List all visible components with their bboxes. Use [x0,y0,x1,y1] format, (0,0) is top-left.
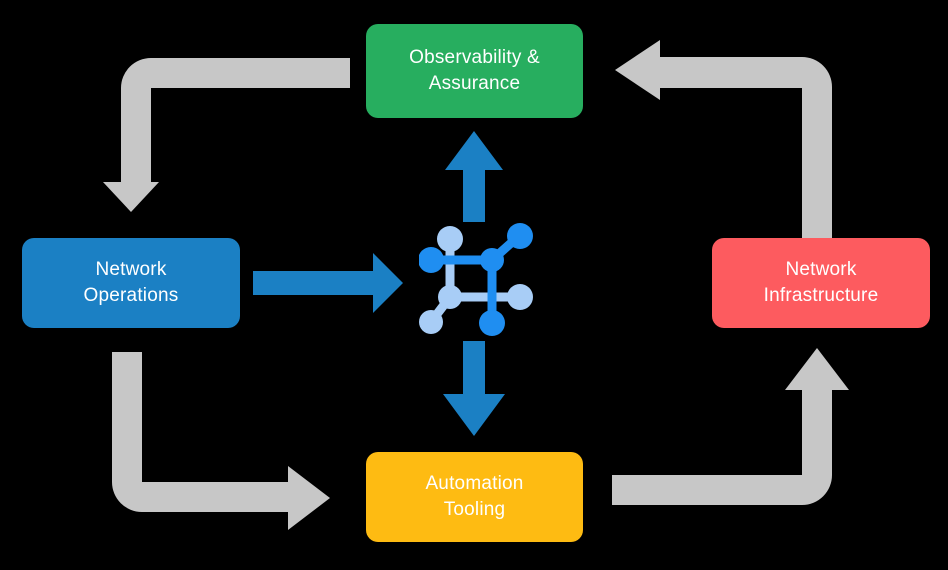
topology-dark-nodes [419,223,533,336]
grey-arrow-observability-to-operations [103,58,350,212]
blue-arrow-center-to-automation [443,341,505,436]
node-box-network-infrastructure[interactable]: Network Infrastructure [712,238,930,328]
node-box-observability[interactable]: Observability & Assurance [366,24,583,118]
node-label-automation-tooling: Automation Tooling [425,473,524,520]
node-box-automation-tooling[interactable]: Automation Tooling [366,452,583,542]
network-topology-icon [419,223,533,336]
node-label-observability: Observability & Assurance [409,47,540,94]
topology-light-nodes [419,226,533,334]
blue-arrow-center-to-observability [445,131,503,222]
grey-arrow-automation-to-infrastructure [612,348,849,505]
grey-arrow-infrastructure-to-observability [615,40,832,240]
node-label-network-operations: Network Operations [83,259,179,306]
node-box-network-operations[interactable]: Network Operations [22,238,240,328]
node-label-network-infrastructure: Network Infrastructure [763,259,879,306]
grey-arrow-operations-to-automation [112,352,330,530]
blue-arrow-operations-to-center [253,253,403,313]
